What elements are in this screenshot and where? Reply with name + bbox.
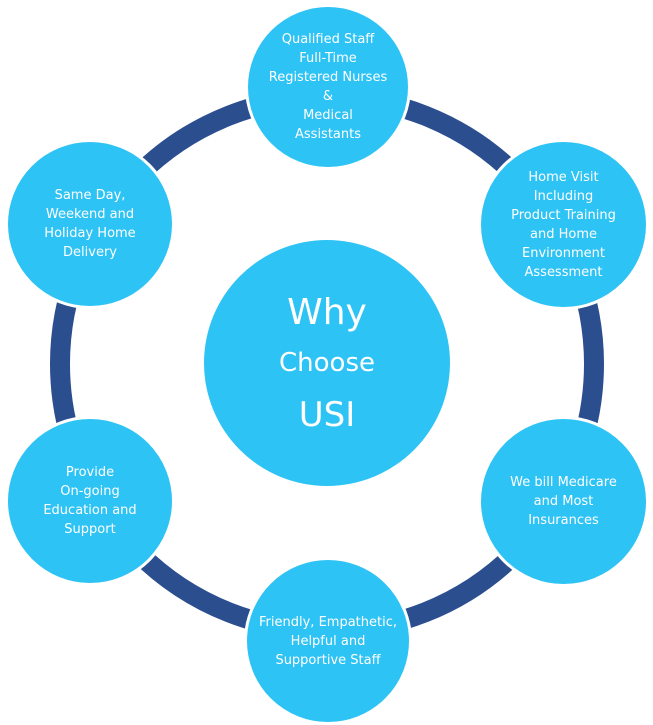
node-text-line: Medical	[303, 108, 353, 123]
node-text-line: Holiday Home	[44, 226, 136, 241]
center-line-1: Why	[287, 292, 367, 333]
node-text-line: Same Day,	[54, 188, 126, 203]
center-line-3: USI	[298, 395, 356, 435]
node-text-line: Product Training	[511, 207, 616, 223]
node-text-line: Education and	[43, 503, 137, 518]
node-text-line: Environment	[521, 245, 605, 261]
node-education: Provide On-going Education and Support	[5, 416, 175, 586]
node-text-line: Home Visit	[528, 169, 599, 185]
center-circle: Why Choose USI	[204, 240, 450, 486]
node-text-line: Including	[533, 188, 594, 204]
node-text-line: Assessment	[524, 264, 603, 280]
node-text-line: Qualified Staff	[281, 32, 375, 47]
node-text-line: Delivery	[63, 245, 117, 260]
node-qualified-staff: Qualified Staff Full-Time Registered Nur…	[245, 4, 411, 170]
node-text-line: Registered Nurses	[268, 70, 388, 85]
node-text-line: Friendly, Empathetic,	[259, 614, 397, 630]
node-text-line: &	[322, 89, 334, 104]
center-line-2: Choose	[279, 348, 375, 378]
node-text-line: We bill Medicare	[510, 475, 617, 490]
node-text-line: Full-Time	[299, 51, 357, 66]
node-billing: We bill Medicare and Most Insurances	[478, 416, 649, 587]
node-text-line: and Home	[530, 226, 597, 242]
node-home-visit: Home Visit Including Product Training an…	[478, 139, 649, 310]
node-text-line: and Most	[533, 494, 594, 509]
node-text-line: Insurances	[528, 513, 599, 528]
node-text-line: Supportive Staff	[275, 652, 381, 668]
node-delivery: Same Day, Weekend and Holiday Home Deliv…	[5, 139, 175, 309]
node-text-line: Support	[64, 522, 116, 537]
node-text-line: Weekend and	[45, 207, 135, 222]
node-text-line: On-going	[60, 484, 120, 499]
node-friendly-staff: Friendly, Empathetic, Helpful and Suppor…	[244, 557, 412, 725]
node-text-line: Provide	[65, 465, 115, 480]
node-text-line: Assistants	[295, 127, 361, 142]
node-text-line: Helpful and	[290, 633, 366, 649]
